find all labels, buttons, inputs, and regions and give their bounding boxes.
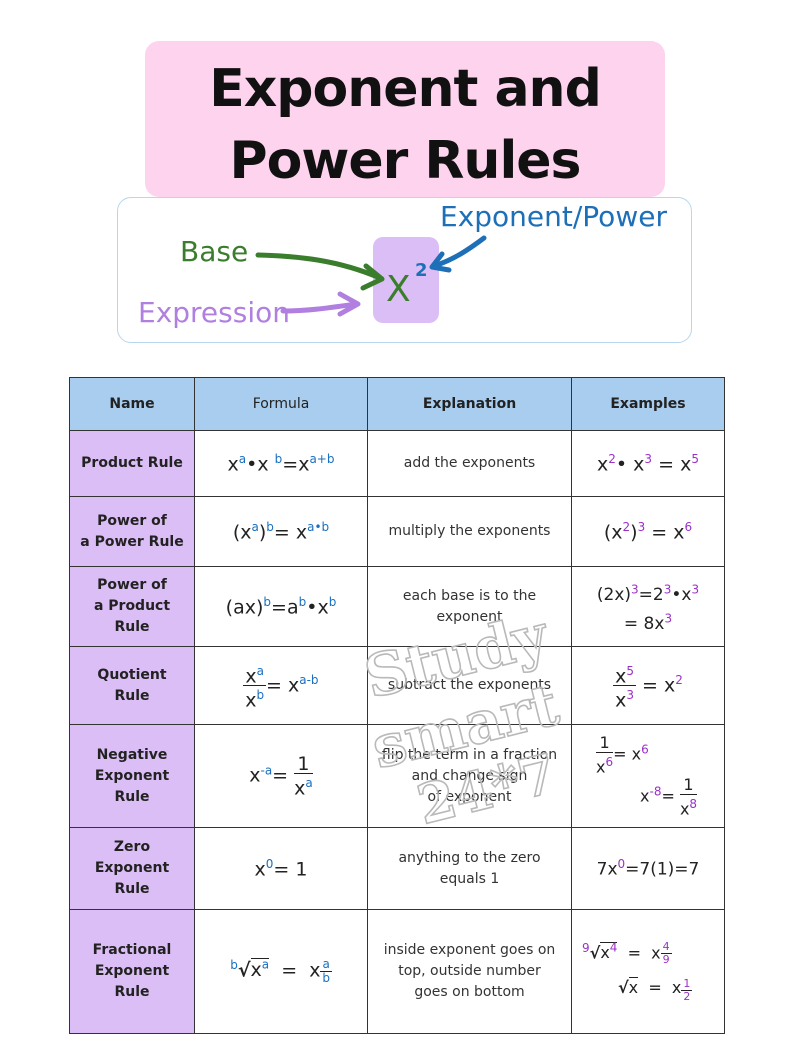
base-arrow [255, 252, 383, 281]
diagram-variable: X [386, 269, 411, 310]
rule-formula: xa•x b=xa+b [194, 430, 368, 497]
title-line-2: Power Rules [229, 131, 582, 191]
rule-example: x2• x3 = x5 [571, 430, 725, 497]
base-arrowhead [360, 263, 385, 291]
anatomy-diagram-svg: X 2 Base Expression Exponent/Power [138, 200, 667, 329]
header-formula: Formula [194, 377, 368, 431]
rule-formula: x0= 1 [194, 827, 368, 910]
expression-arrowhead [337, 291, 361, 317]
exponent-arrow [431, 235, 487, 269]
rule-example: 7x0=7(1)=7 [571, 827, 725, 910]
rule-formula: (ax)b=ab•xb [194, 566, 368, 647]
rule-example: (2x)3=23•x3= 8x3 [571, 566, 725, 647]
table-row: Product Rule xa•x b=xa+b add the exponen… [69, 430, 725, 497]
rules-table: Name Formula Explanation Examples Produc… [69, 377, 725, 1034]
rule-formula: (xa)b= xa•b [194, 496, 368, 567]
rule-explanation: subtract the exponents [367, 646, 572, 725]
rule-explanation: add the exponents [367, 430, 572, 497]
expression-label: Expression [138, 296, 290, 329]
header-examples: Examples [571, 377, 725, 431]
rule-name: Product Rule [69, 430, 195, 497]
table-header-row: Name Formula Explanation Examples [69, 377, 725, 431]
header-name: Name [69, 377, 195, 431]
anatomy-diagram: X 2 Base Expression Exponent/Power [117, 197, 692, 343]
exponent-label: Exponent/Power [440, 200, 667, 233]
expression-box [373, 237, 439, 323]
title-line-1: Exponent and [209, 59, 602, 119]
diagram-exponent: 2 [415, 260, 428, 281]
header-explanation: Explanation [367, 377, 572, 431]
rule-explanation: multiply the exponents [367, 496, 572, 567]
title-banner: Exponent and Power Rules [145, 41, 665, 197]
expression-arrow [280, 301, 359, 314]
exponent-arrowhead [429, 251, 452, 273]
base-label: Base [180, 235, 248, 268]
rule-example: (x2)3 = x6 [571, 496, 725, 567]
